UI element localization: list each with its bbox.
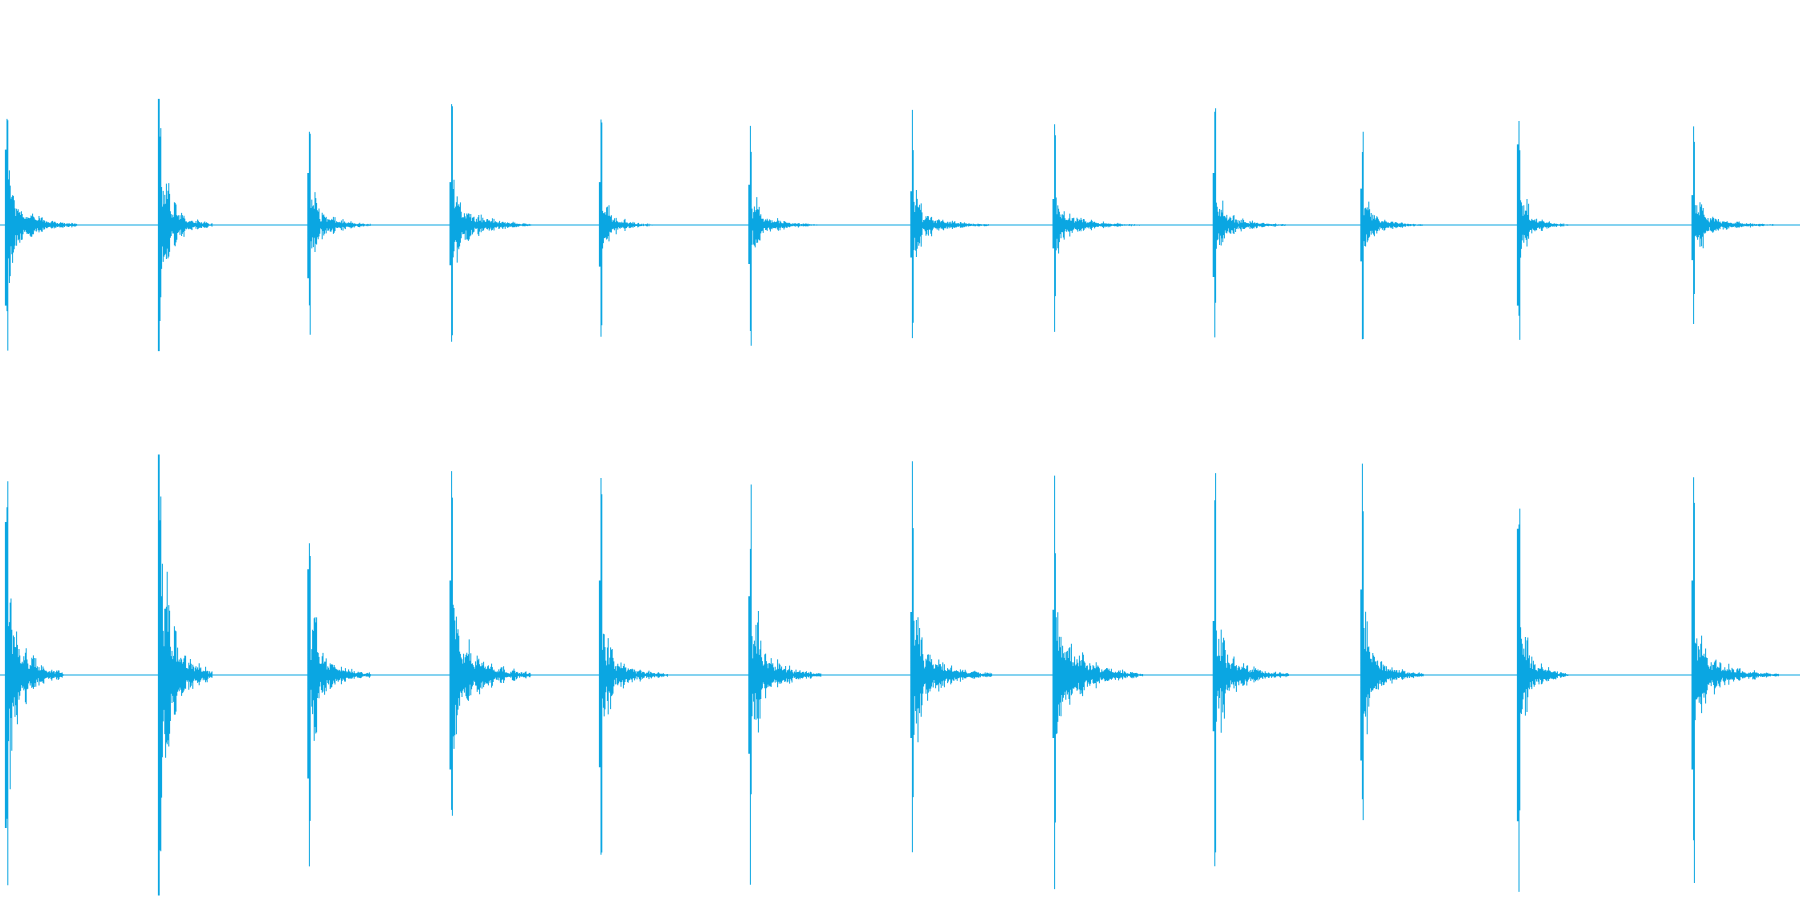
waveform-burst: [4, 481, 64, 886]
waveform-burst: [910, 461, 993, 853]
waveform-burst: [1691, 126, 1774, 324]
waveform-burst: [307, 131, 371, 335]
waveform-burst: [598, 478, 668, 855]
waveform-burst: [748, 484, 822, 885]
waveform-burst: [1691, 477, 1779, 883]
waveform-burst: [1516, 121, 1569, 340]
waveform-burst: [748, 125, 818, 346]
waveform-burst: [598, 119, 654, 337]
waveform-burst: [449, 104, 532, 342]
waveform-burst: [1360, 463, 1424, 821]
waveform-burst: [1212, 473, 1289, 867]
waveform-burst: [1052, 475, 1144, 890]
waveform-burst: [1516, 508, 1569, 892]
waveform-burst: [1360, 131, 1424, 340]
channel-waveform-0: [0, 98, 1800, 352]
waveform-burst: [449, 471, 532, 816]
waveform-burst: [307, 543, 371, 867]
waveform-burst: [157, 98, 213, 352]
waveform-burst: [910, 109, 993, 339]
waveform-burst: [1212, 108, 1286, 338]
channel-waveform-1: [0, 454, 1800, 896]
waveform-burst: [157, 454, 213, 896]
waveform-burst: [1052, 124, 1140, 332]
waveform-burst: [4, 118, 78, 351]
